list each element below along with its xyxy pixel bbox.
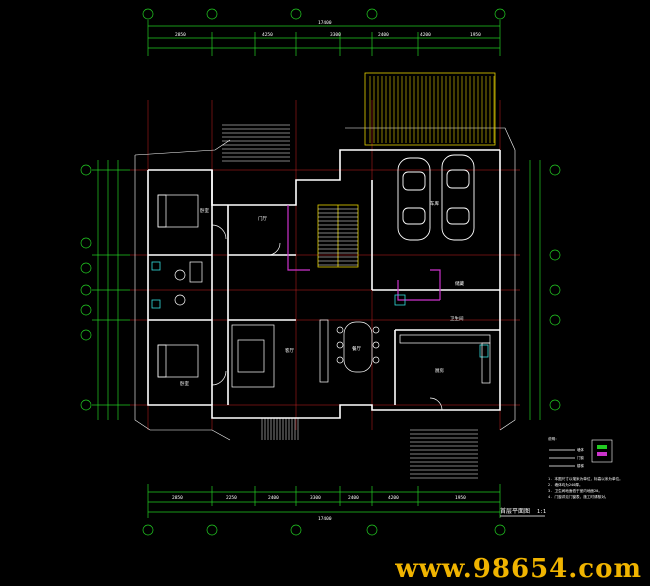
- side-steps: [410, 429, 478, 479]
- bottom-dim-6: 4200: [388, 495, 399, 501]
- carport-roof: [364, 72, 496, 146]
- bottom-dim-5: 2400: [348, 495, 359, 501]
- notes-title: 说明：: [548, 436, 559, 441]
- cyan-fixtures: [151, 261, 489, 358]
- bottom-dim-7: 1950: [455, 495, 466, 501]
- bottom-dim-labels: 2850 2250 2400 3300 2400 4200 1950 17400: [172, 495, 466, 522]
- legend-item-1: 墙体: [577, 447, 584, 452]
- left-dimension-chains: [92, 160, 130, 420]
- bottom-total-dim: 17400: [318, 516, 332, 522]
- legend-block: 墙体 门窗 楼梯: [549, 439, 613, 468]
- room-label-living: 客厅: [285, 347, 294, 354]
- entry-steps: [261, 418, 299, 440]
- top-total-dim: 17400: [318, 20, 332, 26]
- room-label-garage: 车库: [430, 200, 439, 207]
- car-icons: [397, 154, 475, 241]
- walls: [147, 149, 501, 419]
- legend-item-2: 门窗: [577, 455, 584, 460]
- top-grid-bubbles: [142, 8, 506, 536]
- top-dim-labels: 17400 2850 4250 3300 2400 4200 1950: [175, 20, 481, 38]
- stair: [317, 204, 359, 268]
- room-label-bath: 卫生间: [450, 315, 464, 322]
- top-dim-1: 2850: [175, 32, 186, 38]
- furniture: [157, 194, 491, 411]
- watermark: www.98654.com: [395, 554, 642, 584]
- notes-block: 说明： 1. 本图尺寸以毫米为单位，标高以米为单位。 2. 墙体均为240厚。 …: [548, 436, 623, 499]
- top-steps: [222, 124, 290, 162]
- top-dim-6: 1950: [470, 32, 481, 38]
- top-dim-5: 4200: [420, 32, 431, 38]
- bottom-dim-2: 2250: [226, 495, 237, 501]
- room-label-kitchen: 厨房: [435, 367, 444, 374]
- room-label-bedroom-top: 卧室: [200, 207, 209, 214]
- legend-item-3: 楼梯: [577, 463, 584, 468]
- stair-treads: [318, 208, 358, 266]
- note-3: 3. 卫生间地面低于室内地面20。: [548, 488, 602, 493]
- room-labels: 车库 客厅 餐厅 厨房 卧室 卧室 门厅 储藏 卫生间: [180, 200, 464, 387]
- drawing-title: 首层平面图: [500, 507, 530, 515]
- top-dim-2: 4250: [262, 32, 273, 38]
- drawing-title-block: 首层平面图 1:1: [500, 507, 546, 517]
- bottom-dim-1: 2850: [172, 495, 183, 501]
- note-4: 4. 门窗详见门窗表，施工时请核对。: [548, 494, 608, 499]
- room-label-dining: 餐厅: [352, 345, 361, 352]
- bottom-dim-4: 3300: [310, 495, 321, 501]
- room-label-bedroom-bottom: 卧室: [180, 380, 189, 387]
- right-grid-bubbles: [529, 160, 561, 420]
- note-1: 1. 本图尺寸以毫米为单位，标高以米为单位。: [548, 476, 623, 481]
- magenta-partitions: [287, 205, 441, 301]
- roof-outline: [134, 127, 516, 441]
- room-label-storage: 储藏: [455, 280, 464, 287]
- drawing-scale: 1:1: [537, 509, 546, 515]
- note-2: 2. 墙体均为240厚。: [548, 482, 583, 487]
- top-dim-3: 3300: [330, 32, 341, 38]
- top-dimension-chains: [147, 20, 501, 56]
- bottom-dimension-chains: [147, 484, 501, 518]
- bottom-dim-3: 2400: [268, 495, 279, 501]
- left-grid-bubbles: [80, 164, 92, 411]
- room-label-foyer: 门厅: [258, 215, 267, 222]
- top-dim-4: 2400: [378, 32, 389, 38]
